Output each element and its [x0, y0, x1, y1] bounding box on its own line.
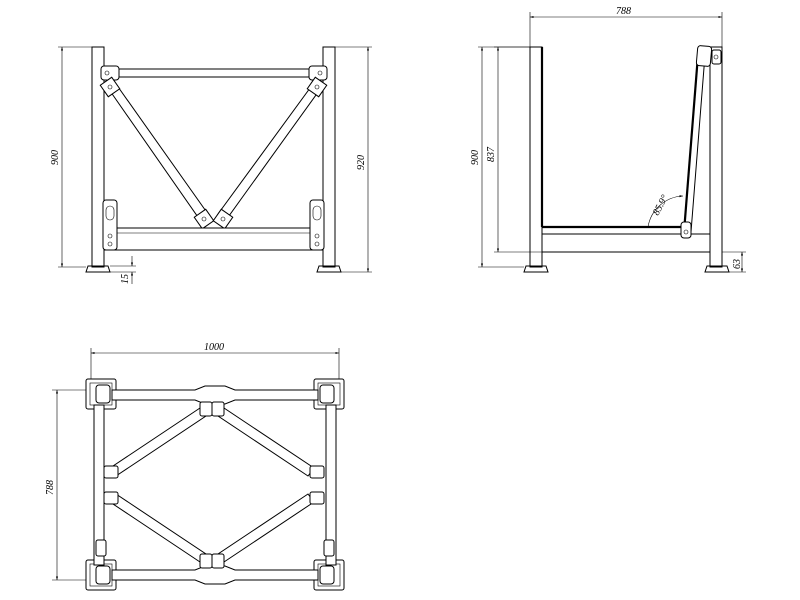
diamond-brace-tl: [109, 407, 207, 477]
side-view: 85.9° 788 900 837 63: [470, 6, 746, 273]
side-right-foot: [704, 265, 730, 273]
top-front-bar: [111, 385, 319, 405]
brace-right: [217, 83, 322, 221]
top-dim-width: 1000: [204, 342, 224, 353]
diamond-brace-bl: [109, 493, 207, 563]
top-bar: [111, 68, 319, 78]
side-dim-foot: 63: [732, 259, 743, 269]
slot-left: [102, 199, 118, 251]
front-dim-foot: 15: [120, 274, 131, 284]
top-right-rail: [325, 404, 337, 566]
side-left-post: [529, 46, 543, 268]
front-dim-height-right: 920: [356, 155, 367, 170]
side-left-foot: [523, 265, 549, 273]
slot-right: [309, 199, 325, 251]
top-back-bar: [111, 565, 319, 585]
top-dim-depth: 788: [45, 480, 56, 495]
right-foot: [316, 265, 342, 273]
side-dim-inner-height: 837: [486, 146, 497, 162]
left-foot: [85, 265, 111, 273]
bottom-bar: [103, 227, 324, 251]
side-right-post: [709, 46, 723, 268]
side-dim-width: 788: [616, 6, 631, 17]
front-dim-height: 900: [50, 150, 61, 165]
left-post: [91, 46, 105, 268]
diamond-brace-br: [217, 493, 315, 563]
front-view: 900 920 15: [50, 46, 372, 284]
side-dim-height: 900: [470, 150, 481, 165]
top-left-rail: [93, 404, 105, 566]
side-angle-label: 85.9°: [651, 193, 671, 217]
diamond-brace-tr: [217, 407, 315, 477]
right-post: [322, 46, 336, 268]
top-view: 1000 788: [45, 342, 345, 591]
brace-left: [107, 83, 209, 221]
